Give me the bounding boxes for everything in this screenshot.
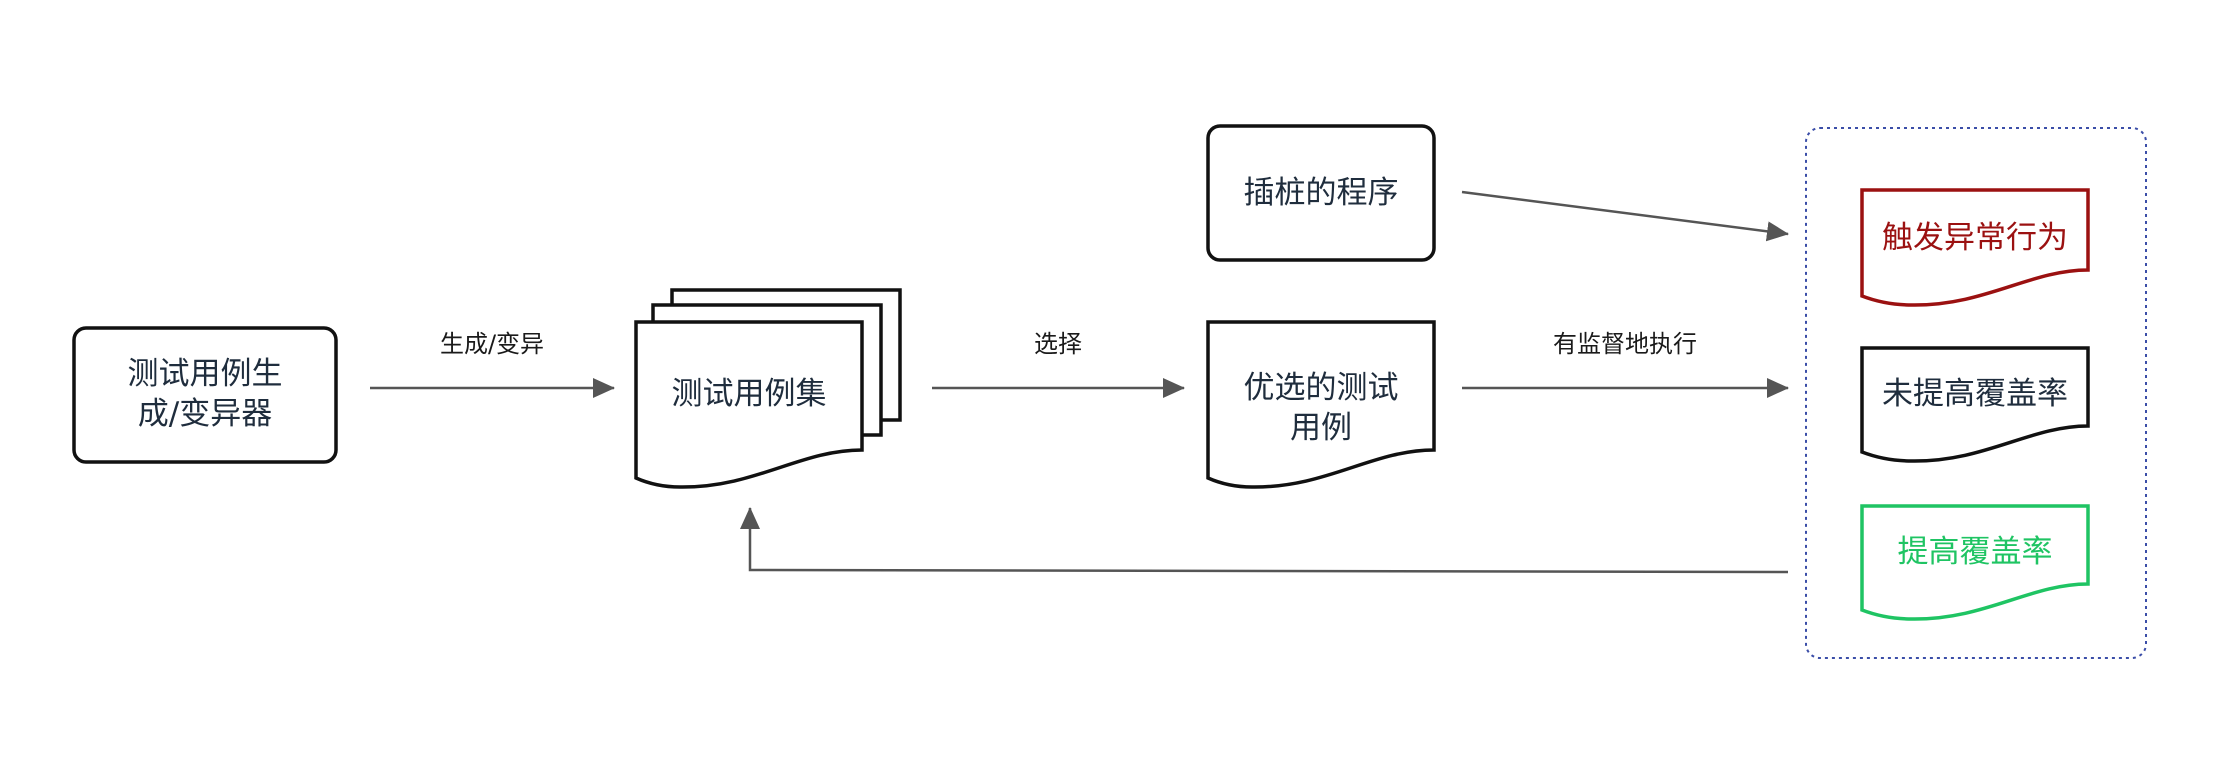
generator-box: 测试用例生 成/变异器	[72, 326, 338, 464]
edge-generate-mutate: 生成/变异	[370, 330, 615, 398]
instrumented-program-box: 插桩的程序	[1206, 124, 1436, 262]
outcome-gain-doc: 提高覆盖率	[1860, 504, 2090, 621]
outcomes-group: 触发异常行为 未提高覆盖率 提高覆盖率	[1805, 127, 2147, 659]
outcome-gain-label: 提高覆盖率	[1898, 534, 2053, 570]
edge-feedback-loop	[740, 507, 1789, 574]
selected-label-line1: 优选的测试	[1244, 370, 1399, 406]
edge-label-supervised-exec: 有监督地执行	[1553, 330, 1697, 358]
instrumented-program-label: 插桩的程序	[1244, 175, 1399, 211]
generator-label-line2: 成/变异器	[138, 396, 272, 432]
outcome-no-gain-label: 未提高覆盖率	[1882, 376, 2068, 412]
outcome-exception-doc: 触发异常行为	[1860, 188, 2090, 307]
generator-label-line1: 测试用例生	[128, 356, 283, 392]
edge-label-select: 选择	[1034, 330, 1082, 358]
testcase-set-label: 测试用例集	[672, 376, 827, 412]
selected-label-line2: 用例	[1290, 410, 1352, 446]
edge-label-generate-mutate: 生成/变异	[440, 330, 544, 358]
outcome-no-gain-doc: 未提高覆盖率	[1860, 346, 2090, 463]
edge-select: 选择	[932, 330, 1185, 398]
edge-program-to-outcomes	[1461, 190, 1789, 242]
stack-sheet-front	[634, 320, 864, 489]
selected-testcases-doc: 优选的测试 用例	[1206, 320, 1436, 489]
outcome-exception-label: 触发异常行为	[1882, 220, 2068, 256]
edge-supervised-exec: 有监督地执行	[1462, 330, 1789, 398]
testcase-set-stack: 测试用例集	[634, 288, 902, 489]
